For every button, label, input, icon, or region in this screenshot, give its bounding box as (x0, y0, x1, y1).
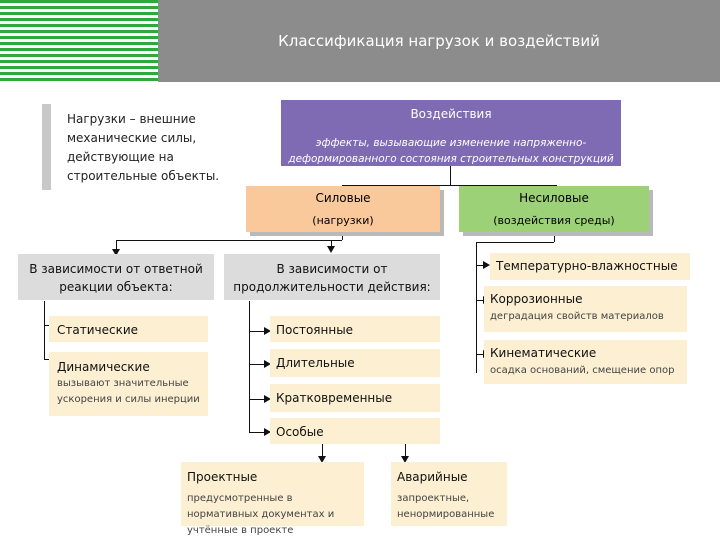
corrosion-box: Коррозионные деградация свойств материал… (484, 286, 687, 332)
force-box: Силовые (нагрузки) (246, 186, 440, 232)
dynamic-loads-title: Динамические (57, 360, 150, 374)
duration-criterion-box: В зависимости от продолжительности дейст… (224, 254, 440, 300)
impacts-description: эффекты, вызывающие изменение напряженно… (288, 137, 614, 165)
kinematic-description: осадка оснований, смещение опор (490, 365, 675, 376)
design-loads-description: предусмотренные в нормативных документах… (187, 493, 335, 536)
impacts-title: Воздействия (410, 107, 492, 121)
loads-definition-text: – внешние механические силы, действующие… (67, 112, 220, 183)
emergency-loads-box: Аварийные запроектные, ненормированные (391, 462, 507, 526)
short-term-loads-box: Кратковременные (270, 384, 440, 412)
force-title: Силовые (315, 191, 371, 205)
emergency-loads-description: запроектные, ненормированные (397, 493, 495, 520)
response-criterion-box: В зависимости от ответной реакции объект… (18, 254, 214, 300)
force-subtitle: (нагрузки) (312, 214, 374, 227)
emergency-loads-title: Аварийные (397, 470, 468, 484)
long-term-loads-box: Длительные (270, 349, 440, 377)
striped-logo-block (0, 0, 158, 82)
design-loads-title: Проектные (187, 470, 258, 484)
kinematic-box: Кинематические осадка оснований, смещени… (484, 340, 687, 384)
permanent-loads-box: Постоянные (270, 316, 440, 342)
corrosion-title: Коррозионные (490, 292, 583, 306)
page-title: Классификация нагрузок и воздействий (158, 0, 720, 82)
kinematic-title: Кинематические (490, 346, 597, 360)
special-loads-box: Особые (270, 418, 440, 444)
dynamic-loads-description: вызывают значительные ускорения и силы и… (57, 378, 200, 405)
static-loads-box: Статические (49, 316, 208, 342)
nonforce-subtitle: (воздействия среды) (493, 214, 615, 227)
impacts-box: Воздействия эффекты, вызывающие изменени… (281, 100, 621, 166)
corrosion-description: деградация свойств материалов (490, 311, 664, 322)
loads-definition: Нагрузки – внешние механические силы, де… (67, 110, 247, 186)
design-loads-box: Проектные предусмотренные в нормативных … (181, 462, 364, 536)
temperature-humidity-box: Температурно-влажностные (490, 253, 690, 280)
loads-term: Нагрузки (67, 112, 126, 126)
quote-bar (42, 104, 51, 190)
nonforce-title: Несиловые (519, 191, 589, 205)
nonforce-box: Несиловые (воздействия среды) (459, 186, 649, 232)
dynamic-loads-box: Динамические вызывают значительные ускор… (49, 352, 208, 416)
